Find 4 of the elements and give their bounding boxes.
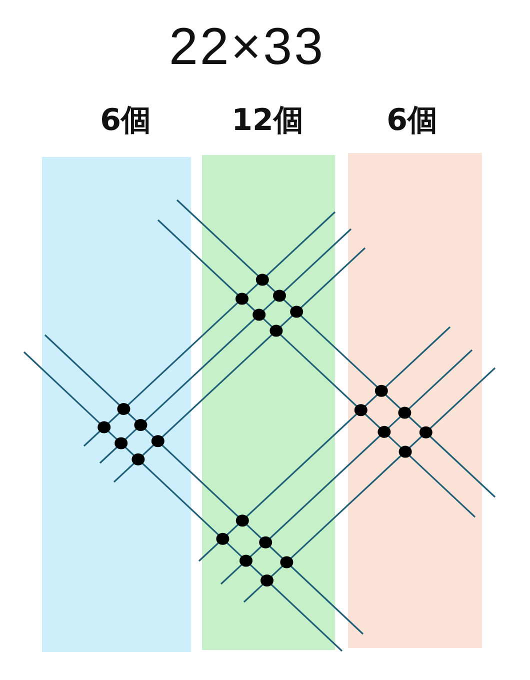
count-heading: 12個 — [232, 103, 304, 139]
count-heading: 6個 — [100, 103, 151, 139]
title: 22×33 — [168, 17, 326, 77]
count-heading: 6個 — [386, 103, 438, 139]
